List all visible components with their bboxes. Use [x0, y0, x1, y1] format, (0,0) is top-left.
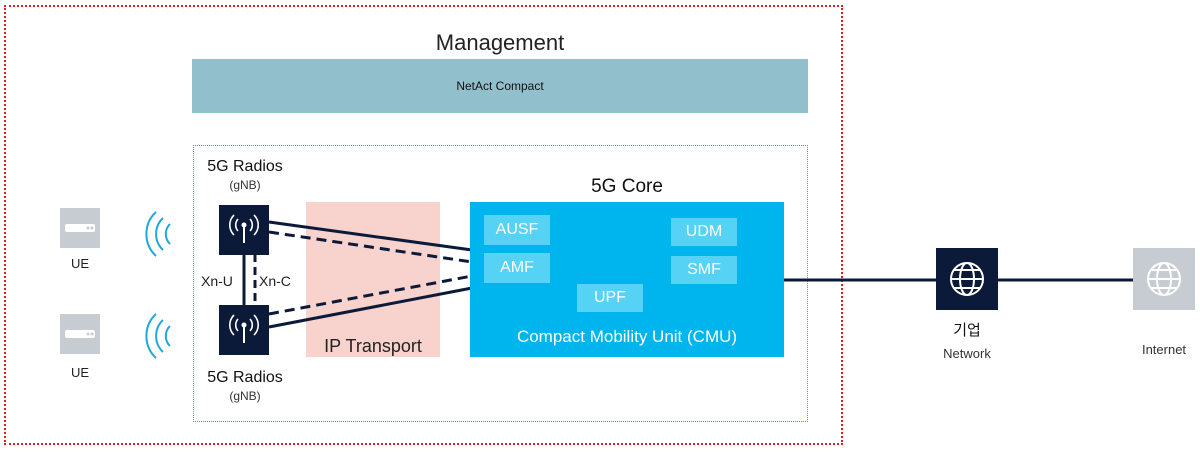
ue-label-bottom: UE [70, 365, 90, 380]
internet-label: Internet [1141, 342, 1187, 357]
radio-top-subtitle: (gNB) [229, 178, 261, 192]
ip-transport-area [306, 202, 440, 357]
top-radio-dashed-link [268, 230, 473, 264]
management-title: Management [435, 30, 565, 55]
antenna-icon [229, 214, 259, 243]
ue-label-top: UE [70, 256, 90, 271]
nf-upf: UPF [577, 284, 643, 312]
bottom-radio-dashed-link [268, 274, 473, 316]
network-boundary [193, 145, 808, 422]
wireless-wave-top [145, 211, 171, 257]
router-icon [65, 224, 95, 232]
gnb-bottom [219, 305, 269, 355]
nf-udm: UDM [671, 218, 737, 246]
nf-ausf: AUSF [484, 215, 550, 245]
gnb-top [219, 205, 269, 255]
nf-amf: AMF [484, 253, 550, 283]
top-radio-solid-link [268, 220, 473, 252]
netact-compact-label: NetAct Compact [456, 79, 544, 93]
ue-device-bottom [60, 314, 100, 354]
enterprise-network-node [936, 248, 998, 310]
xn-u-label: Xn-U [201, 273, 233, 289]
internet-node [1133, 248, 1195, 310]
ue-device-top [60, 208, 100, 248]
ip-transport-label: IP Transport [324, 336, 422, 356]
enterprise-network-subtitle: Network [943, 346, 991, 361]
bottom-radio-solid-link [268, 286, 473, 329]
radio-bottom-title: 5G Radios [207, 369, 283, 386]
netact-compact-box: NetAct Compact [192, 59, 808, 113]
globe-icon [950, 262, 984, 296]
radio-bottom-subtitle: (gNB) [229, 389, 261, 403]
enterprise-network-title: 기업 [953, 322, 981, 339]
management-boundary [4, 5, 843, 445]
core-title: 5G Core [591, 176, 663, 197]
globe-icon [1147, 262, 1181, 296]
xn-c-label: Xn-C [259, 273, 291, 289]
nf-smf: SMF [671, 256, 737, 284]
radio-top-title: 5G Radios [207, 158, 283, 175]
wireless-wave-bottom [145, 313, 171, 359]
router-icon [65, 330, 95, 338]
antenna-icon [229, 314, 259, 343]
cmu-label: Compact Mobility Unit (CMU) [516, 327, 738, 346]
